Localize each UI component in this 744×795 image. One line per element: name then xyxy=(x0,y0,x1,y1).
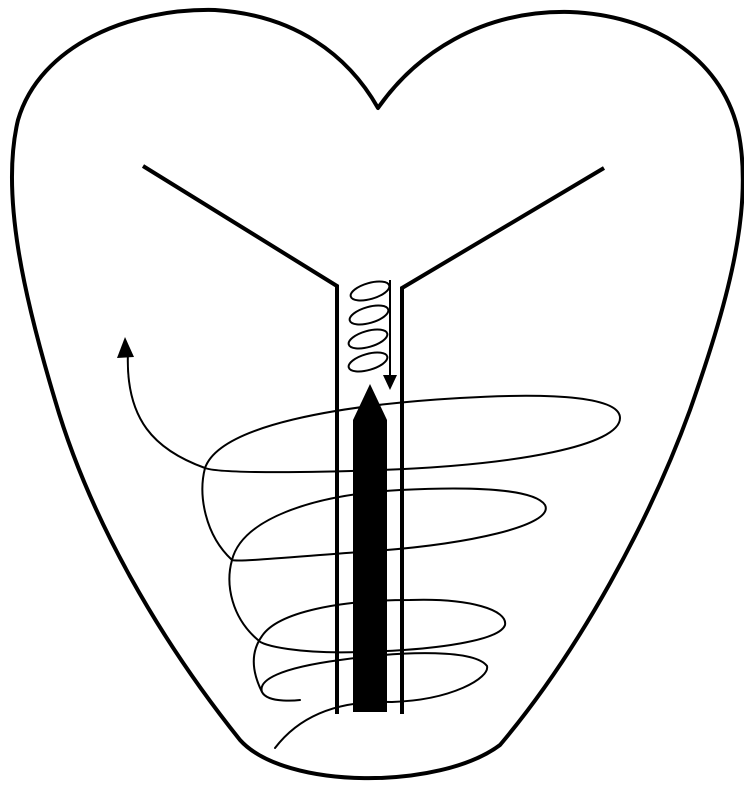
small-coil-arrowhead-icon xyxy=(383,375,397,390)
large-coil-arrowhead-icon xyxy=(117,337,134,358)
central-arrow xyxy=(353,384,387,712)
y-channel-right-wall xyxy=(402,168,604,714)
y-channel-left-wall xyxy=(143,166,337,714)
small-spiral-coil xyxy=(347,278,392,378)
